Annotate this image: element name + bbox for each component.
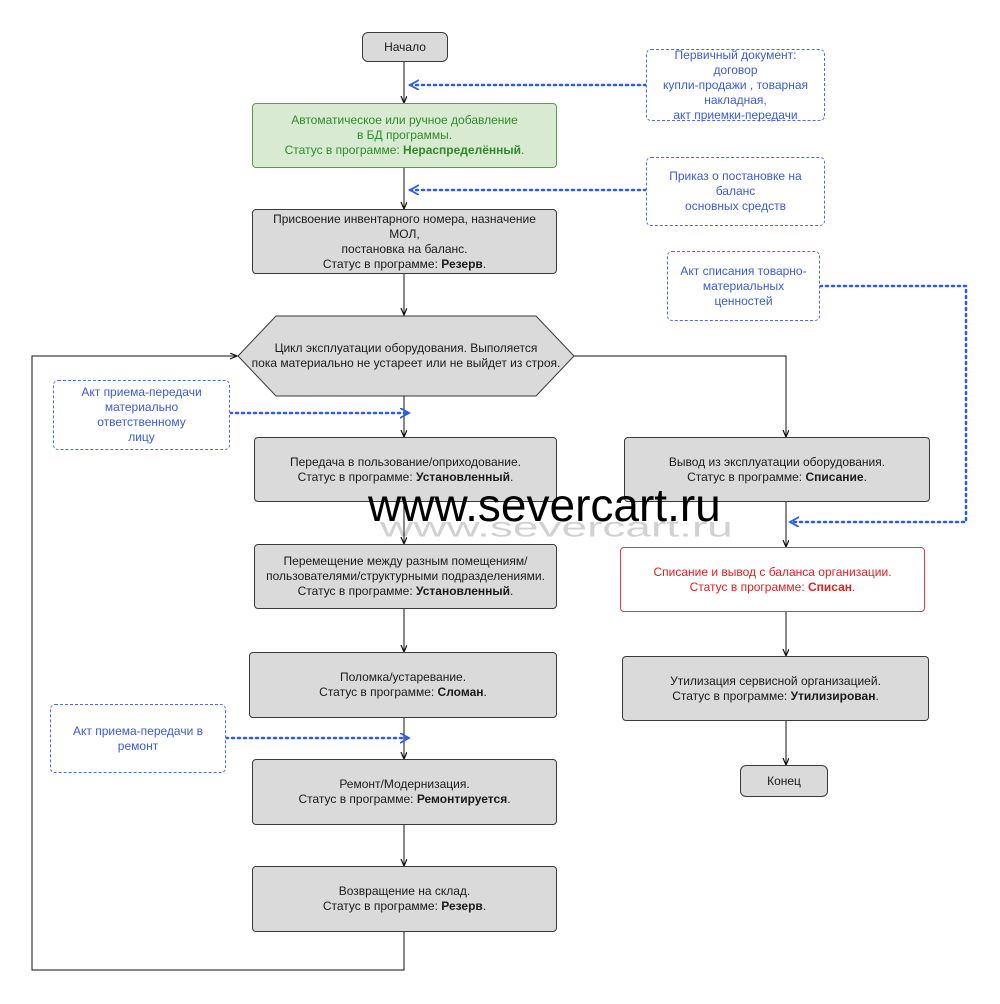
node-move: Перемещение между разным помещениям/ пол…	[254, 544, 557, 609]
disposal-status-prefix: Статус в программе:	[672, 688, 791, 703]
order-line2: основных средств	[685, 199, 786, 213]
decommission-line1: Вывод из эксплуатации оборудования.	[668, 454, 886, 469]
decommission-status: Списание	[805, 469, 864, 484]
transfer-suffix: .	[510, 469, 514, 484]
end-terminator: Конец	[740, 765, 828, 797]
move-suffix: .	[510, 584, 514, 598]
inventory-line2: постановка на баланс.	[341, 241, 468, 256]
repair-act-line2: ремонт	[117, 738, 159, 753]
broken-line1: Поломка/устаревание.	[339, 670, 467, 684]
add-db-line2: в БД программы.	[356, 128, 453, 142]
add-db-suffix: .	[521, 143, 525, 157]
node-decommission: Вывод из эксплуатации оборудования. Стат…	[624, 437, 930, 502]
writeoff-status: Списан	[807, 579, 853, 594]
node-disposal: Утилизация сервисной организацией. Стату…	[622, 656, 929, 721]
return-status-prefix: Статус в программе:	[322, 899, 442, 913]
primary-doc-line4: акт приемки-передачи	[673, 107, 798, 122]
note-primary-doc: Первичный документ: договор купли-продаж…	[646, 47, 825, 122]
repair-act-line1: Акт приема-передачи в	[72, 723, 204, 738]
watermark-reflection: www.severcart.ru	[380, 511, 733, 543]
transfer-line1: Передача в пользование/оприходование.	[290, 454, 521, 469]
node-writeoff: Списание и вывод с баланса организации. …	[620, 547, 925, 612]
node-broken: Поломка/устаревание. Статус в программе:…	[249, 652, 557, 718]
primary-doc-line3: накладная,	[704, 92, 767, 107]
cycle-line1: Цикл эксплуатации оборудования. Выполяет…	[274, 341, 538, 355]
note-handover-act: Акт приема-передачи материально ответств…	[53, 380, 230, 450]
repair-status: Ремонтируется	[416, 792, 508, 806]
decommission-status-prefix: Статус в программе:	[687, 469, 806, 484]
disposal-status: Утилизирован	[790, 688, 876, 703]
writeoff-suffix: .	[852, 579, 856, 594]
return-line1: Возвращение на склад.	[338, 884, 471, 898]
note-order: Приказ о постановке на баланс основных с…	[646, 157, 825, 226]
repair-suffix: .	[507, 792, 511, 806]
move-status-prefix: Статус в программе:	[297, 584, 417, 598]
disposal-suffix: .	[875, 688, 879, 703]
primary-doc-line1: Первичный документ: договор	[674, 47, 797, 77]
writeoff-status-prefix: Статус в программе:	[689, 579, 808, 594]
return-status: Резерв	[441, 899, 483, 913]
add-db-line1: Автоматическое или ручное добавление	[291, 113, 518, 127]
move-line1: Перемещение между разным помещениям/	[283, 554, 528, 568]
node-add-db: Автоматическое или ручное добавление в Б…	[252, 103, 557, 168]
handover-act-line2: материально ответственному	[97, 400, 186, 429]
add-db-status-prefix: Статус в программе:	[284, 143, 404, 157]
repair-status-prefix: Статус в программе:	[298, 792, 417, 806]
inventory-suffix: .	[482, 256, 487, 271]
inventory-line1: Присвоение инвентарного номера, назначен…	[273, 211, 536, 241]
move-status: Установленный	[416, 584, 511, 598]
broken-status-prefix: Статус в программе:	[319, 685, 438, 699]
node-cycle: Цикл эксплуатации оборудования. Выполяет…	[240, 341, 572, 371]
note-writeoff-act: Акт списания товарно- материальных ценно…	[667, 251, 820, 321]
transfer-status: Установленный	[416, 469, 511, 484]
writeoff-act-line1: Акт списания товарно-	[680, 263, 807, 278]
writeoff-act-line2: материальных ценностей	[702, 278, 785, 308]
repair-line1: Ремонт/Модернизация.	[339, 777, 470, 791]
watermark-text: www.severcart.ru	[368, 479, 721, 531]
node-transfer: Передача в пользование/оприходование. Ст…	[254, 437, 557, 502]
node-return: Возвращение на склад. Статус в программе…	[252, 866, 557, 932]
inventory-status: Резерв	[441, 256, 483, 271]
cycle-line2: пока материально не устареет или не выйд…	[251, 356, 561, 370]
broken-suffix: .	[483, 685, 487, 699]
note-repair-act: Акт приема-передачи в ремонт	[50, 704, 226, 773]
transfer-status-prefix: Статус в программе:	[297, 469, 417, 484]
move-line2: пользователями/структурными подразделени…	[266, 569, 545, 583]
end-label: Конец	[767, 773, 801, 788]
handover-act-line3: лицу	[128, 430, 155, 444]
add-db-status: Нераспределённый	[403, 143, 522, 157]
dotted-writeoff-act	[790, 284, 968, 522]
start-terminator: Начало	[362, 32, 448, 62]
writeoff-line1: Списание и вывод с баланса организации.	[653, 564, 892, 579]
primary-doc-line2: купли-продажи , товарная	[663, 77, 808, 92]
node-repair: Ремонт/Модернизация. Статус в программе:…	[252, 759, 557, 825]
decommission-suffix: .	[863, 469, 867, 484]
arrow-return-loop	[31, 356, 405, 971]
handover-act-line1: Акт приема-передачи	[81, 385, 202, 399]
return-suffix: .	[482, 899, 487, 913]
inventory-status-prefix: Статус в программе:	[322, 256, 442, 271]
order-line1: Приказ о постановке на баланс	[669, 169, 802, 198]
broken-status: Сломан	[437, 685, 484, 699]
node-inventory: Присвоение инвентарного номера, назначен…	[252, 209, 557, 274]
start-label: Начало	[384, 39, 426, 54]
disposal-line1: Утилизация сервисной организацией.	[670, 673, 881, 688]
arrow-cycle-to-decommission	[574, 355, 786, 437]
